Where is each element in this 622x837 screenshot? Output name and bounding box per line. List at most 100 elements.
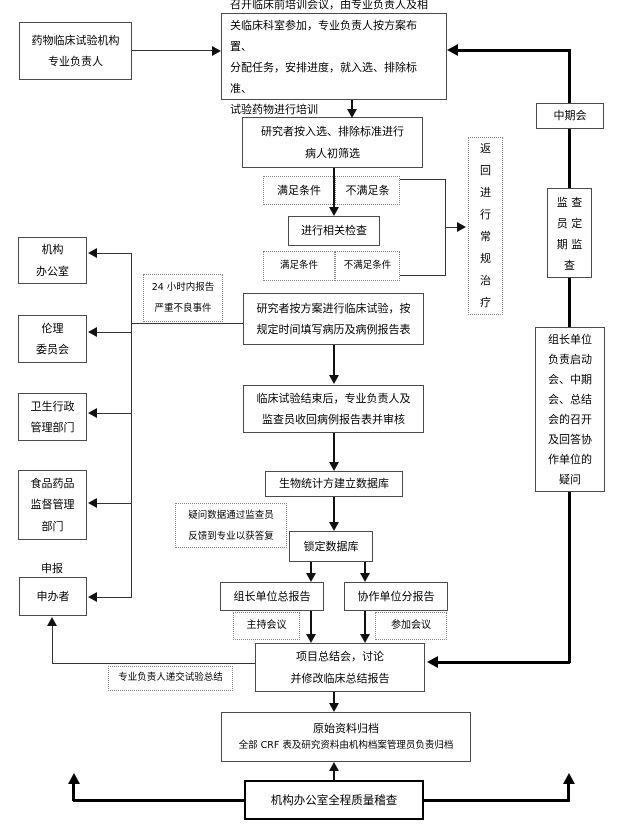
office-label: 机构 办公室 [36,243,69,278]
trial-end-label: 临床试验结束后，专业负责人及 监查员收回病例报告表并审核 [256,391,411,426]
screening-box: 研究者按入选、排除标准进行 病人初筛选 [242,117,423,168]
host-meeting-label: 主持会议 [246,620,287,632]
arrowhead-audit-right [563,773,575,784]
sponsor-box: 申办者 [19,577,87,616]
midterm-box: 中期会 [536,103,604,129]
arrowhead-return [457,222,466,232]
flow-kickoff-screening [351,100,353,110]
flow-biostat-lock [333,497,335,523]
thickline-top [457,49,570,52]
connector-to-sponsor [96,597,132,598]
audit-label: 机构办公室全程质量稽查 [270,792,398,807]
cond1-not-box: 不满足条 [335,176,400,205]
arrowhead-archive [329,703,339,712]
declare-label: 申报 [41,562,63,575]
cond2-met-label: 满足条件 [279,259,318,271]
arrowhead-summary-right-in [360,634,370,643]
summary-box: 项目总结会，讨论 并修改临床总结报告 [255,643,425,692]
flow-lock-collabreport [364,562,366,574]
arrowhead-check [329,207,339,216]
connector-sponsor-up [52,626,53,664]
leader-report-label: 组长单位总报告 [233,589,311,603]
flow-leaderreport-summary [310,611,312,635]
lock-db-label: 锁定数据库 [303,539,359,553]
arrowhead-office [88,248,97,258]
ethics-label: 伦理 委员会 [36,321,69,356]
cond2-not-box: 不满足条件 [335,251,400,281]
submit-summary-box: 专业负责人递交试验总结 [108,666,233,691]
flow-trial-down [333,345,335,376]
arrowhead-kickoff-right [447,44,458,56]
connector-to-health [96,413,131,414]
trial-end-box: 临床试验结束后，专业负责人及 监查员收回病例报告表并审核 [243,385,424,433]
return-treatment-label: 返 回 进 行 常 规 治 疗 [480,142,491,309]
leader-duty-box: 组长单位 负责启动 会、中期 会、总结 会的召开 及回答协 作单位的 疑问 [535,327,605,492]
leader-report-box: 组长单位总报告 [220,582,324,611]
connector-left-vertical [131,253,132,598]
health-admin-box: 卫生行政 管理部门 [18,393,87,441]
collab-report-label: 协作单位分报告 [357,589,435,603]
arrowhead-fda [88,498,97,508]
archive-box: 原始资料归档 全部 CRF 表及研究资料由机构档案管理员负责归档 [221,712,471,762]
arrowhead-ethics [88,327,97,337]
query-feedback-label: 疑问数据通过监查员 反馈到专业以获答复 [188,509,274,542]
flow-lock-leaderreport [310,562,312,574]
thickline-audit-left [73,799,245,802]
arrowhead-into-kickoff [212,46,221,56]
arrowhead-lock [329,522,339,531]
kickoff-label: 召开临床前培训会议，由专业负责人及相 关临床科室参加，专业负责人按方案布置、 分… [230,0,428,116]
arrowhead-trialend [329,375,339,384]
org-head-label: 药物临床试验机构 专业负责人 [31,33,120,68]
thickline-audit-right-up [567,784,570,801]
arrowhead-audit-left [68,773,80,784]
audit-box: 机构办公室全程质量稽查 [244,780,424,820]
arrowhead-sponsor-bottom [47,617,57,626]
ae-report-label: 24 小时内报告 严重不良事件 [151,282,215,314]
archive-title: 原始资料归档 [313,721,379,735]
connector-to-return [445,227,458,228]
ae-report-box: 24 小时内报告 严重不良事件 [143,274,223,322]
check-box: 进行相关检查 [288,216,380,246]
return-treatment-box: 返 回 进 行 常 规 治 疗 [468,137,503,315]
thickline-into-summary [438,661,570,664]
flow-audit-archive [333,770,335,780]
connector-to-fda [96,503,131,504]
trial-label: 研究者按方案进行临床试验，按 规定时间填写病历及病例报告表 [256,301,411,336]
connector-cond2-right [400,275,445,276]
screening-label: 研究者按入选、排除标准进行 病人初筛选 [261,125,404,160]
health-admin-label: 卫生行政 管理部门 [30,399,75,434]
arrowhead-health [88,408,97,418]
arrowhead-sponsor [88,592,97,602]
connector-orghead-kickoff [132,50,214,51]
query-feedback-box: 疑问数据通过监查员 反馈到专业以获答复 [175,503,287,548]
biostat-label: 生物统计方建立数据库 [279,477,389,491]
arrowhead-biostat [329,462,339,471]
flow-collabreport-summary [364,611,366,635]
ethics-box: 伦理 委员会 [18,315,87,363]
cond1-met-box: 满足条件 [263,176,335,205]
cond1-met-label: 满足条件 [277,183,321,197]
office-box: 机构 办公室 [18,237,87,284]
arrowhead-collabreport [360,573,370,582]
arrowhead-summary-left-in [306,634,316,643]
monitor-label: 监 查 员 定 期 监 查 [556,196,583,272]
flow-summary-archive [333,692,335,704]
biostat-box: 生物统计方建立数据库 [265,471,403,497]
connector-cond1-right [400,179,445,180]
join-meeting-box: 参加会议 [375,612,447,640]
submit-summary-label: 专业负责人递交试验总结 [118,672,223,684]
fda-label: 食品药品 监督管理 部门 [30,476,75,533]
archive-subtitle: 全部 CRF 表及研究资料由机构档案管理员负责归档 [238,740,454,752]
join-meeting-label: 参加会议 [391,620,431,632]
connector-trial-left [131,323,243,324]
collab-report-box: 协作单位分报告 [344,582,448,611]
connector-summary-left [52,663,255,664]
org-head-box: 药物临床试验机构 专业负责人 [19,22,132,80]
cond1-not-label: 不满足条 [345,183,390,197]
thickline-audit-right [424,799,570,802]
cond2-met-box: 满足条件 [263,251,335,281]
connector-to-office [96,253,131,254]
midterm-label: 中期会 [553,109,587,123]
connector-to-ethics [96,332,131,333]
